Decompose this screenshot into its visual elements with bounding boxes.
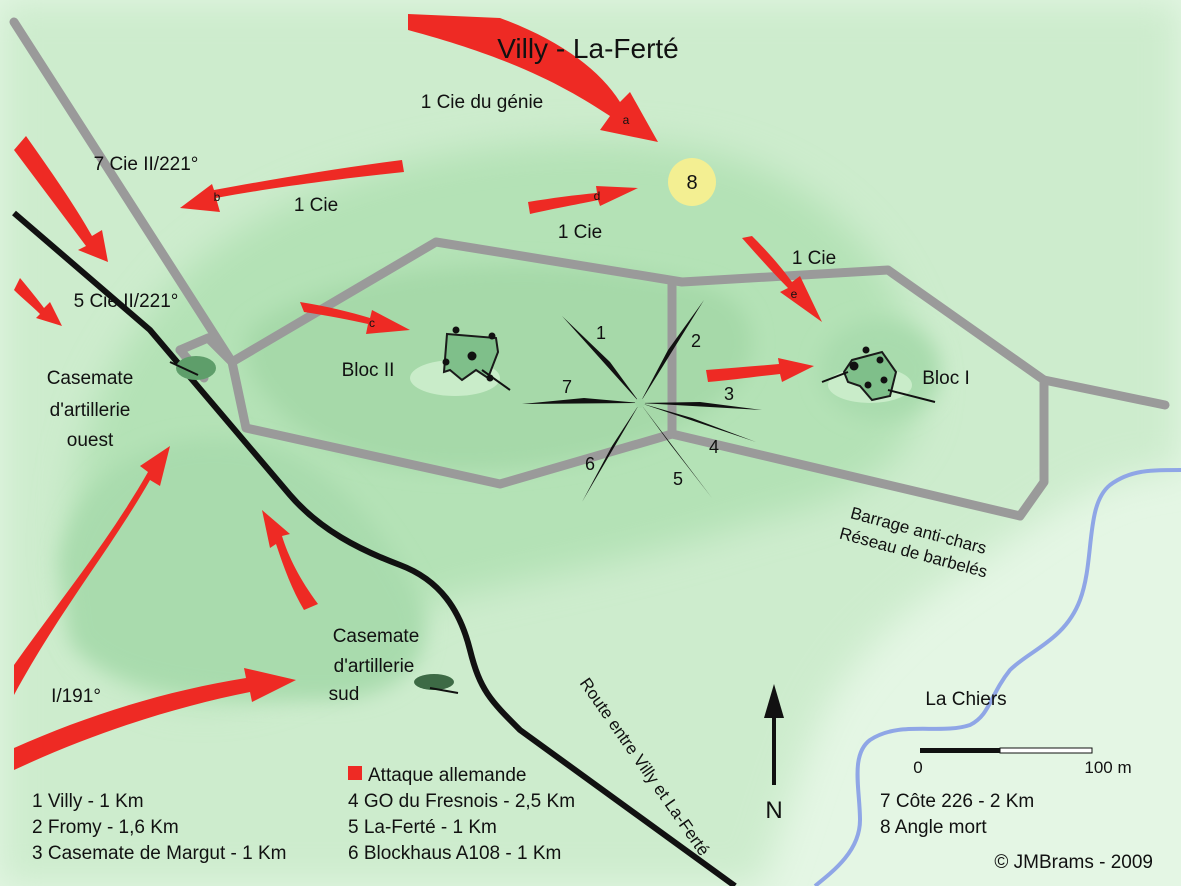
direction-rose — [522, 300, 762, 502]
ray-label-1: 1 — [596, 323, 606, 343]
road-villy-la-ferte — [12, 210, 737, 886]
label-1-cie-e: 1 Cie — [792, 248, 836, 269]
credit: © JMBrams - 2009 — [994, 852, 1153, 873]
legend-item-1: 1 Villy - 1 Km — [32, 791, 144, 812]
legend-item-8: 8 Angle mort — [880, 817, 987, 838]
legend-item-5: 5 La-Ferté - 1 Km — [348, 817, 497, 838]
attack-arrow-sud — [262, 510, 318, 610]
label-i191: I/191° — [51, 686, 101, 707]
label-casemate-sud-2: d'artillerie — [334, 656, 415, 677]
label-casemate-ouest-2: d'artillerie — [50, 400, 131, 421]
attack-arrow-b — [180, 160, 404, 212]
attack-arrow-ouest — [14, 446, 170, 695]
terrain-south-hollow — [60, 438, 426, 700]
angle-mort-number: 8 — [686, 172, 697, 194]
scale-bar — [920, 747, 1093, 754]
arrow-letter-c: c — [369, 316, 375, 330]
ray-3 — [640, 402, 762, 410]
angle-mort-marker: 8 — [668, 158, 716, 206]
attack-arrow-c — [300, 302, 410, 334]
scale-start: 0 — [913, 758, 922, 777]
ray-label-6: 6 — [585, 454, 595, 474]
north-arrow — [764, 684, 784, 785]
attack-arrow-bloc-i — [706, 358, 814, 382]
casemate-sud-shape — [414, 674, 459, 694]
label-casemate-ouest-1: Casemate — [47, 368, 134, 389]
label-1-cie-d: 1 Cie — [558, 222, 602, 243]
label-casemate-sud-1: Casemate — [333, 626, 420, 647]
label-7-cie: 7 Cie II/221° — [94, 154, 199, 175]
label-genie: 1 Cie du génie — [421, 92, 544, 113]
label-bloc-i: Bloc I — [922, 368, 970, 389]
ray-1 — [562, 316, 640, 403]
label-casemate-sud-3: sud — [329, 684, 360, 705]
river-la-chiers — [813, 468, 1181, 886]
attack-arrow-d — [528, 186, 638, 214]
label-5-cie: 5 Cie II/221° — [74, 291, 179, 312]
attack-arrow-e — [742, 236, 822, 322]
arrow-letter-d: d — [594, 189, 601, 203]
arrow-letter-b: b — [214, 190, 221, 204]
ray-label-3: 3 — [724, 384, 734, 404]
legend-item-3: 3 Casemate de Margut - 1 Km — [32, 843, 287, 864]
legend-attack-label: Attaque allemande — [368, 765, 526, 786]
legend-item-7: 7 Côte 226 - 2 Km — [880, 791, 1034, 812]
attack-arrow-i191 — [14, 668, 296, 770]
ray-7 — [522, 398, 640, 404]
attack-arrow-a — [408, 14, 658, 142]
label-bloc-ii: Bloc II — [342, 360, 395, 381]
legend-item-6: 6 Blockhaus A108 - 1 Km — [348, 843, 561, 864]
legend-attack-swatch — [348, 766, 362, 780]
ray-label-5: 5 — [673, 469, 683, 489]
label-casemate-ouest-3: ouest — [67, 430, 114, 451]
arrow-letter-a: a — [623, 113, 630, 127]
ray-label-7: 7 — [562, 377, 572, 397]
ray-5 — [640, 403, 712, 498]
arrow-letter-e: e — [791, 287, 798, 301]
ray-label-2: 2 — [691, 331, 701, 351]
label-la-chiers: La Chiers — [925, 689, 1006, 710]
scale-end: 100 m — [1084, 758, 1131, 777]
north-label: N — [765, 797, 782, 824]
casemate-ouest-shape — [169, 356, 216, 380]
ray-2 — [640, 300, 704, 403]
attack-arrow-7cie — [14, 136, 108, 262]
map-title: Villy - La-Ferté — [497, 33, 679, 64]
legend-item-2: 2 Fromy - 1,6 Km — [32, 817, 179, 838]
label-1-cie-b: 1 Cie — [294, 195, 338, 216]
bloc-i-shape — [821, 346, 936, 403]
attack-arrow-5cie — [14, 278, 62, 326]
ray-6 — [582, 403, 640, 502]
attack-arrows — [14, 14, 822, 770]
ray-4 — [640, 403, 756, 442]
bloc-ii-shape — [410, 326, 511, 396]
ray-label-4: 4 — [709, 437, 719, 457]
legend-item-4: 4 GO du Fresnois - 2,5 Km — [348, 791, 575, 812]
